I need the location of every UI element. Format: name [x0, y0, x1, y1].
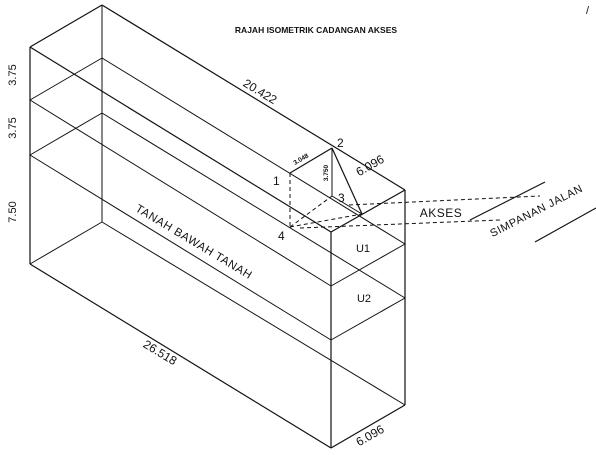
level-2-right [330, 297, 406, 341]
top-right-back-edge [101, 4, 406, 191]
dim-top-width: 6.096 [353, 152, 386, 179]
top-back-edge [29, 4, 103, 48]
road-reserve-lines [469, 181, 596, 243]
access-to-road-upper [348, 195, 541, 206]
access-passage [289, 147, 541, 229]
access-link-3 [331, 195, 363, 215]
bottom-right-edge [330, 404, 406, 449]
dim-height-3: 7.50 [7, 201, 19, 222]
level-2-front [29, 154, 332, 341]
dim-height-1: 3.75 [7, 64, 19, 85]
label-road-reserve: SIMPANAN JALAN [488, 183, 585, 240]
left-bottom-hidden [29, 221, 103, 265]
level-lines [29, 57, 406, 341]
hidden-edges [29, 5, 406, 406]
dim-top-length: 20.422 [241, 76, 280, 107]
access-top-left [289, 147, 333, 174]
box-outline [29, 4, 406, 449]
diagram-title: RAJAH ISOMETRIK CADANGAN AKSES [235, 25, 397, 35]
level-1-right [330, 243, 406, 287]
point-4: 4 [278, 229, 285, 243]
back-bottom-hidden [101, 221, 406, 406]
area-labels: TANAH BAWAH TANAH U1 U2 AKSES SIMPANAN J… [133, 183, 585, 305]
point-1: 1 [273, 174, 280, 188]
label-access: AKSES [420, 206, 463, 220]
level-1-back [101, 57, 406, 245]
point-3: 3 [338, 191, 345, 205]
access-to-road-lower [299, 219, 501, 229]
label-unit-1: U1 [356, 243, 370, 255]
level-1-left [29, 57, 103, 101]
dim-height-2: 3.75 [7, 117, 19, 138]
access-floor [289, 213, 363, 228]
level-2-back [101, 112, 406, 299]
dim-access-width: 3.048 [292, 152, 310, 166]
point-labels: 1 2 3 4 [273, 136, 345, 243]
dimension-labels: 20.422 6.096 26.518 6.096 3.75 3.75 7.50… [7, 64, 387, 449]
road-line-1 [469, 181, 546, 221]
dim-access-height: 3.750 [323, 164, 330, 181]
access-top-right [331, 147, 363, 215]
top-right-edge [330, 189, 406, 233]
top-front-edge [29, 46, 332, 233]
bottom-front-edge [29, 263, 332, 449]
level-1-front [29, 99, 332, 287]
label-underground-land: TANAH BAWAH TANAH [133, 203, 254, 282]
corner-mark: / [586, 5, 590, 17]
road-line-2 [534, 207, 596, 243]
dim-bottom-length: 26.518 [141, 337, 180, 368]
level-2-left [29, 112, 103, 156]
point-2: 2 [337, 136, 344, 150]
access-bottom-link [289, 195, 333, 228]
label-unit-2: U2 [357, 293, 371, 305]
